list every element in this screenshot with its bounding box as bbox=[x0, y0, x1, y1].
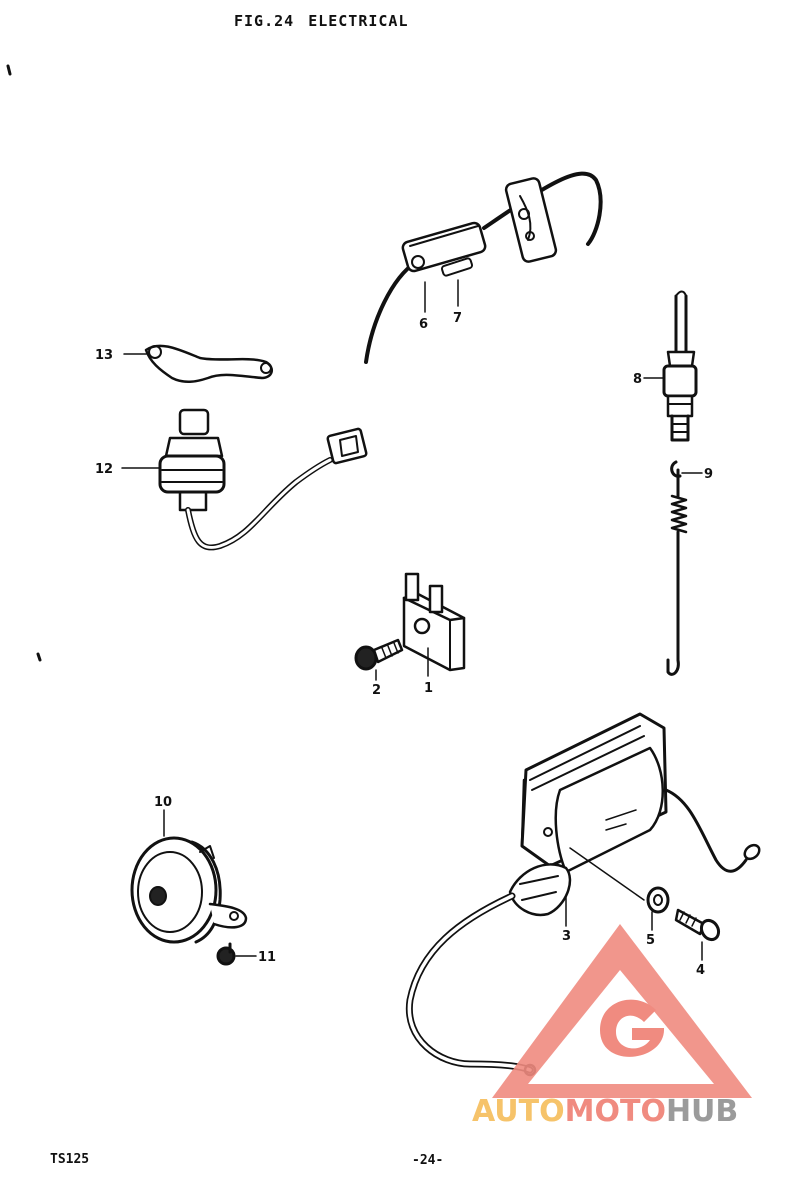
callout-2: 2 bbox=[372, 683, 381, 698]
callout-10: 10 bbox=[154, 795, 172, 810]
callout-9: 9 bbox=[704, 467, 713, 482]
watermark-moto: MOTO bbox=[564, 1094, 666, 1129]
fuse-holder-part-6 bbox=[364, 171, 603, 364]
watermark-logo bbox=[492, 924, 752, 1098]
model-code: TS125 bbox=[50, 1152, 90, 1167]
callout-13: 13 bbox=[95, 348, 113, 363]
watermark-auto: AUTO bbox=[472, 1094, 565, 1129]
fuse-part-7 bbox=[440, 257, 474, 277]
callout-5: 5 bbox=[646, 933, 655, 948]
washer-part-5 bbox=[646, 886, 670, 914]
bolt-part-4 bbox=[674, 908, 721, 942]
sensor-part-8 bbox=[662, 290, 698, 442]
stray-mark bbox=[36, 652, 42, 662]
figure-title: FIG.24 ELECTRICAL bbox=[234, 12, 409, 30]
bolt-part-11 bbox=[216, 942, 236, 966]
callout-8: 8 bbox=[633, 372, 642, 387]
callout-6: 6 bbox=[419, 317, 428, 332]
figure-name: ELECTRICAL bbox=[308, 12, 409, 30]
screw-part-2 bbox=[354, 638, 404, 671]
switch-part-12 bbox=[158, 408, 368, 551]
watermark-text: AUTOMOTOHUB bbox=[472, 1094, 738, 1129]
callout-11: 11 bbox=[258, 950, 276, 965]
ignition-unit-part-3 bbox=[405, 712, 761, 1077]
callout-3: 3 bbox=[562, 929, 571, 944]
rectifier-part-1 bbox=[402, 572, 466, 672]
callout-7: 7 bbox=[453, 311, 462, 326]
callout-12: 12 bbox=[95, 462, 113, 477]
stray-mark bbox=[6, 64, 12, 76]
callout-1: 1 bbox=[424, 681, 433, 696]
watermark-hub: HUB bbox=[665, 1094, 739, 1129]
figure-number: FIG.24 bbox=[234, 12, 295, 30]
page-number: -24- bbox=[412, 1153, 444, 1168]
spring-rod-part-9 bbox=[666, 460, 688, 676]
horn-part-10 bbox=[130, 836, 248, 944]
leader-line-5a bbox=[569, 847, 645, 901]
callout-4: 4 bbox=[696, 963, 705, 978]
bracket-part-13 bbox=[144, 344, 274, 383]
